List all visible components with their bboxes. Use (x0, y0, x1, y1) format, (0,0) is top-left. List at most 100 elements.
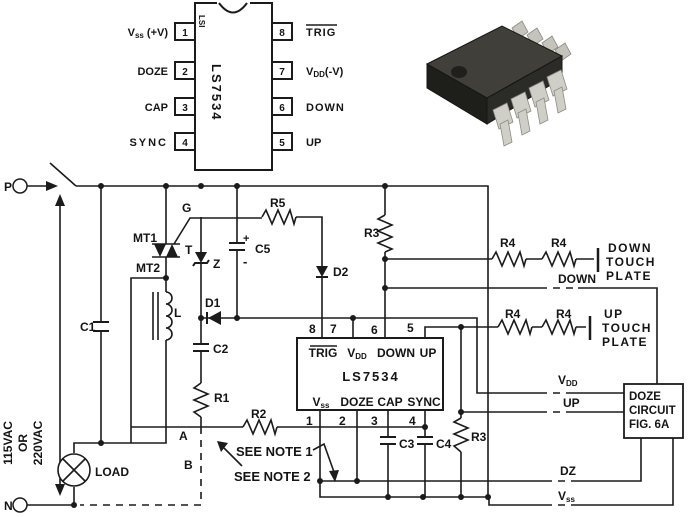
pin-number-6: 6 (279, 103, 285, 114)
pinout-figure: LSI LS7534 1 2 3 4 Vss (+V) DOZE CAP SYN… (128, 1, 345, 171)
point-a-label: A (179, 429, 188, 443)
pin-box-7 (271, 61, 293, 80)
pin-box-2 (174, 61, 196, 80)
down-plate-line3: PLATE (606, 269, 652, 283)
c5-minus-sign: - (243, 254, 247, 269)
r2-label: R2 (251, 407, 267, 421)
schematic-ic: 8 7 6 5 TRIG VDD DOWN UP LS7534 Vss DOZE… (296, 321, 444, 428)
pin1-dimple (451, 66, 467, 78)
ic-sync-label: SYNC (407, 395, 441, 409)
resistor-r1 (191, 382, 211, 418)
resistor-r4-up-2 (541, 317, 577, 337)
d2-branch (296, 216, 323, 338)
triac-triangle-1 (154, 244, 166, 257)
r4-down2-label: R4 (551, 236, 567, 250)
c2-label: C2 (213, 342, 229, 356)
inductor-core-bars (152, 292, 159, 340)
load-label: LOAD (95, 465, 129, 479)
schematic-wires (12, 162, 674, 513)
terminal-n (12, 497, 28, 513)
ic-pin6-number: 6 (371, 323, 378, 337)
see-note-2: SEE NOTE 2 (234, 469, 311, 484)
ic-pin1-number: 1 (306, 414, 313, 428)
ic-vss-label: Vss (313, 395, 330, 410)
d2-label: D2 (333, 265, 349, 279)
resistor-r5 (261, 207, 297, 227)
pin4-label: SYNC (129, 137, 168, 149)
pin8-label: TRIG (306, 27, 336, 39)
point-b-label: B (184, 458, 193, 472)
junction-dots (71, 183, 491, 508)
lamp-cross (62, 458, 86, 482)
zener-diode-z (195, 252, 207, 263)
r5-label: R5 (270, 196, 286, 210)
dip8-chip-photo (425, 20, 572, 147)
diode-d1 (208, 311, 221, 325)
inductor-loop (130, 277, 166, 443)
up-plate-line1: UP (604, 307, 624, 321)
switch-blade (49, 162, 77, 187)
p-label: P (4, 180, 12, 194)
c4-label: C4 (436, 437, 452, 451)
gate-wire (173, 217, 262, 245)
t-label: T (185, 243, 193, 257)
pin7-label: VDD(-V) (306, 66, 344, 79)
resistor-r4-up-1 (497, 317, 533, 337)
triac-triangle-2 (166, 244, 178, 257)
up-signal-label: UP (563, 396, 580, 410)
r3-top-label: R3 (364, 226, 380, 240)
c1-label: C1 (80, 320, 96, 334)
chip-front-leads (492, 69, 568, 147)
ic-doze-label: DOZE (340, 395, 373, 409)
pin-number-3: 3 (182, 103, 188, 114)
doze-box-line1: DOZE (629, 391, 661, 403)
load-wire (73, 340, 167, 453)
ic-up-label: UP (420, 346, 437, 360)
resistor-r2 (242, 417, 278, 437)
r4-down1-label: R4 (500, 236, 516, 250)
arrowhead-down-icon (55, 484, 65, 496)
down-signal-wire (385, 287, 658, 384)
doze-box-outline (623, 383, 684, 439)
note1-arrow-line (312, 442, 335, 473)
arrowhead-icon (46, 181, 58, 191)
resistor-r4-down-2 (541, 249, 577, 269)
d1-label: D1 (205, 296, 221, 310)
n-label: N (4, 499, 13, 513)
ic-box (296, 337, 444, 411)
up-plate-line2: TOUCH (602, 321, 652, 335)
c3-capacitor (380, 436, 396, 445)
pin6-label: DOWN (306, 102, 345, 114)
down-signal-label: DOWN (558, 272, 596, 286)
pin1-label: Vss (+V) (128, 27, 169, 40)
ic-pin5-number: 5 (407, 321, 414, 335)
ic-down-label: DOWN (377, 346, 415, 360)
down-plate-line2: TOUCH (606, 255, 656, 269)
pin-box-3 (174, 97, 196, 116)
pin-number-8: 8 (279, 28, 285, 39)
note2-arrowhead-icon (217, 441, 228, 452)
pin-box-4 (174, 132, 196, 151)
ic-pin4-number: 4 (409, 414, 416, 428)
pin2-label: DOZE (137, 66, 168, 78)
mt1-label: MT1 (133, 231, 157, 245)
resistor-r3-bottom (451, 417, 471, 453)
source-voltage-2: 220VAC (31, 420, 45, 465)
r4-up2-label: R4 (556, 307, 572, 321)
note2-arrow-line (223, 447, 243, 467)
resistor-r3-top (375, 214, 395, 253)
pin-number-7: 7 (279, 67, 285, 78)
b-alternate-dashed (80, 427, 202, 506)
source-voltage-1: 115VAC (1, 421, 15, 465)
c2-capacitor (193, 343, 209, 352)
ic-name: LS7534 (342, 369, 400, 384)
ic-vdd-label: VDD (347, 346, 367, 361)
see-note-1: SEE NOTE 1 (236, 444, 313, 459)
pin3-label: CAP (145, 102, 168, 114)
lsi-marking: LSI (197, 15, 206, 27)
diode-d2 (316, 266, 328, 277)
l-label: L (174, 306, 181, 320)
